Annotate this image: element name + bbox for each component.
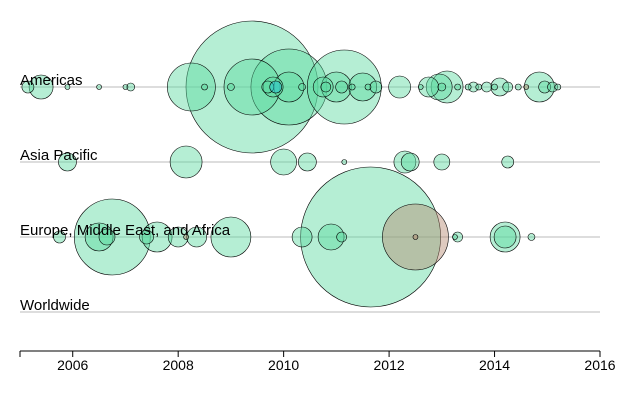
bubble-point[interactable]	[250, 48, 328, 126]
bubble-point[interactable]	[538, 80, 551, 94]
bubble-point[interactable]	[98, 228, 116, 246]
bubble-point[interactable]	[433, 153, 451, 171]
x-tick-label: 2006	[57, 357, 88, 373]
bubble-point[interactable]	[400, 152, 420, 172]
bubble-point[interactable]	[475, 83, 483, 91]
bubble-point[interactable]	[96, 84, 102, 90]
bubble-point[interactable]	[321, 71, 352, 103]
bubble-point[interactable]	[364, 83, 372, 91]
bubble-point[interactable]	[489, 221, 521, 253]
bubble-point[interactable]	[437, 82, 447, 92]
bubble-point[interactable]	[262, 76, 284, 98]
bubble-point[interactable]	[468, 81, 479, 93]
bubble-point[interactable]	[425, 73, 453, 101]
bubble-point[interactable]	[490, 77, 510, 97]
bubble-point[interactable]	[514, 83, 522, 91]
bubble-point[interactable]	[320, 81, 332, 93]
row-label: Americas	[20, 72, 83, 89]
bubble-point[interactable]	[186, 226, 207, 248]
bubble-point[interactable]	[491, 83, 498, 91]
bubble-point[interactable]	[300, 166, 441, 308]
bubble-point[interactable]	[141, 221, 173, 253]
bubble-point[interactable]	[454, 83, 461, 91]
bubble-point[interactable]	[382, 203, 449, 271]
bubble-point[interactable]	[523, 84, 529, 90]
bubble-point[interactable]	[58, 152, 77, 172]
bubble-point[interactable]	[227, 83, 235, 91]
bubble-point[interactable]	[126, 82, 136, 92]
bubble-point[interactable]	[369, 80, 383, 94]
bubble-point[interactable]	[183, 234, 189, 240]
bubble-point[interactable]	[269, 80, 283, 94]
bubble-point[interactable]	[169, 145, 203, 179]
bubble-point[interactable]	[312, 76, 334, 98]
bubble-point[interactable]	[417, 84, 424, 90]
bubble-point[interactable]	[501, 155, 515, 169]
bubble-point[interactable]	[223, 58, 281, 116]
bubble-point[interactable]	[298, 83, 306, 91]
bubble-point[interactable]	[73, 198, 151, 276]
x-axis: 2006 2008 2010 2012 2014 2016	[19, 350, 616, 373]
bubble-point[interactable]	[64, 84, 71, 90]
x-tick-label: 2016	[584, 357, 615, 373]
bubble-point[interactable]	[502, 81, 514, 93]
bubble-point[interactable]	[270, 148, 297, 176]
x-tick-label: 2008	[163, 357, 194, 373]
bubble-point[interactable]	[306, 49, 382, 125]
bubble-point[interactable]	[493, 225, 517, 249]
bubble-point[interactable]	[348, 72, 378, 102]
bubble-point[interactable]	[335, 80, 348, 94]
bubble-point[interactable]	[167, 62, 216, 112]
row-label: Europe, Middle East, and Africa	[20, 222, 231, 239]
bubble-point[interactable]	[201, 83, 208, 91]
x-tick-label: 2014	[479, 357, 510, 373]
row-layer	[20, 86, 600, 313]
bubble-point[interactable]	[210, 216, 252, 258]
bubble-point[interactable]	[122, 84, 129, 90]
bubble-point[interactable]	[452, 234, 458, 240]
bubble-point[interactable]	[464, 83, 472, 91]
bubble-point[interactable]	[412, 234, 419, 240]
bubble-point[interactable]	[298, 152, 317, 172]
bubble-point[interactable]	[341, 159, 348, 165]
bubble-point[interactable]	[317, 223, 345, 251]
bubble-point[interactable]	[28, 74, 54, 100]
bubble-point[interactable]	[388, 75, 411, 99]
bubble-point[interactable]	[348, 83, 356, 91]
bubble-point[interactable]	[53, 230, 66, 244]
bubble-point[interactable]	[547, 81, 558, 93]
bubble-point[interactable]	[554, 83, 562, 91]
bubble-point[interactable]	[430, 70, 464, 104]
x-tick-label: 2012	[374, 357, 405, 373]
bubble-point[interactable]	[418, 76, 439, 98]
bubble-point[interactable]	[481, 81, 492, 93]
bubble-point[interactable]	[291, 226, 313, 248]
bubble-point[interactable]	[139, 229, 154, 245]
bubble-point[interactable]	[21, 80, 35, 94]
bubble-point[interactable]	[393, 150, 417, 174]
x-tick-label: 2010	[268, 357, 299, 373]
bubble-point[interactable]	[336, 231, 347, 243]
row-label: Worldwide	[20, 297, 90, 314]
bubble-point[interactable]	[167, 226, 189, 248]
bubble-point[interactable]	[524, 71, 555, 103]
bubble-layer	[21, 20, 562, 308]
bubble-point[interactable]	[185, 20, 319, 154]
bubble-point[interactable]	[527, 233, 536, 241]
row-label: Asia Pacific	[20, 147, 98, 164]
